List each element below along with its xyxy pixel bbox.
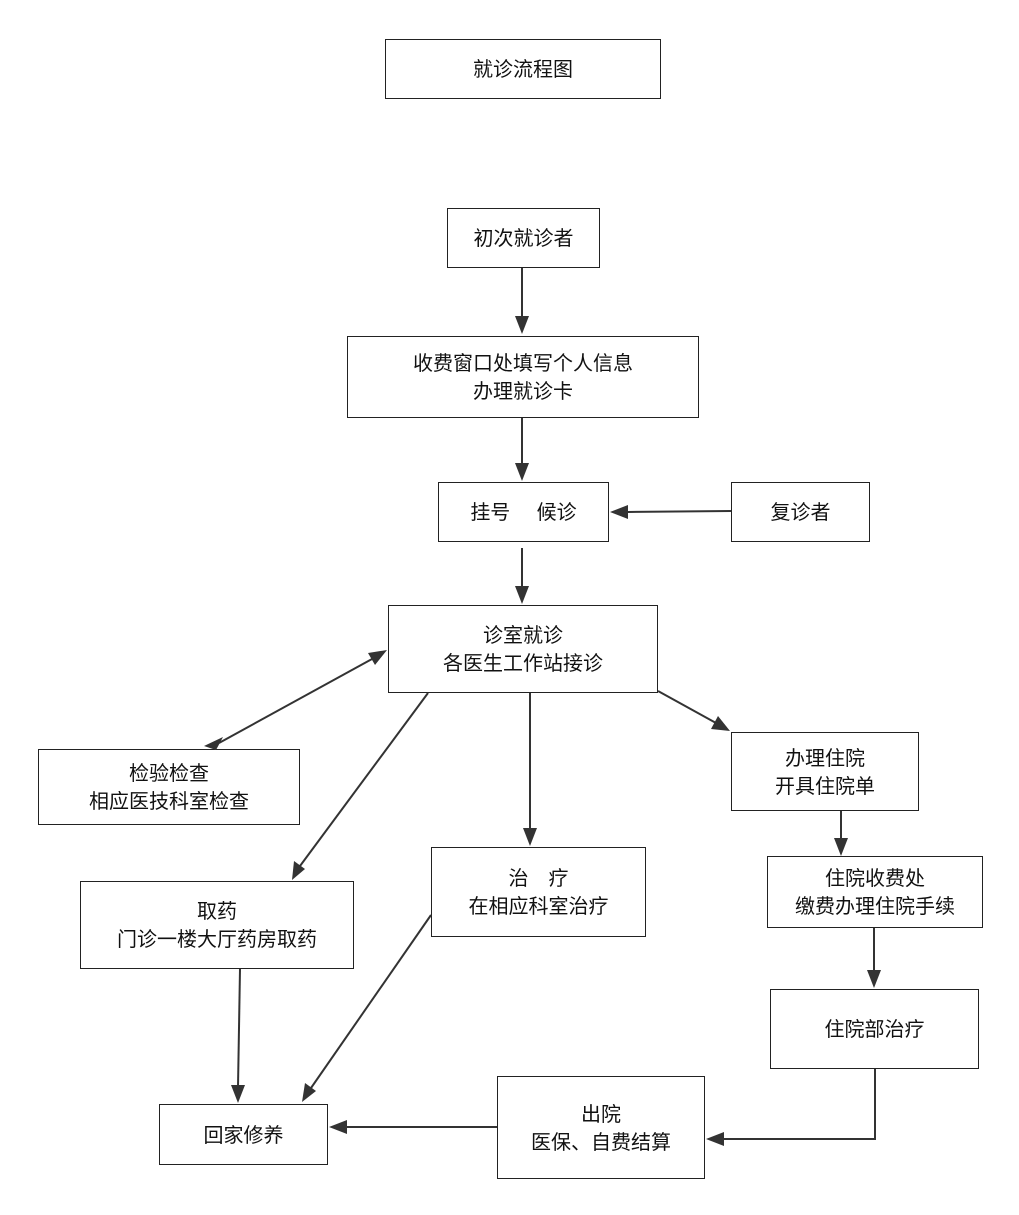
node-treatment-line-2: 在相应科室治疗 bbox=[468, 894, 609, 918]
edge-admission-to-inpatient-billing bbox=[834, 811, 848, 856]
arrowhead-icon bbox=[867, 970, 881, 988]
node-inpatient-treatment-line-1: 住院部治疗 bbox=[824, 1017, 925, 1041]
edge-pharmacy-to-home-recovery bbox=[231, 968, 245, 1103]
node-first-visit-line-1: 初次就诊者 bbox=[473, 226, 574, 250]
node-discharge: 出院 医保、自费结算 bbox=[497, 1076, 705, 1179]
edge-registration-to-consultation bbox=[515, 548, 529, 604]
node-return-visit-line-1: 复诊者 bbox=[770, 500, 831, 524]
edge-consultation-to-pharmacy bbox=[292, 692, 429, 880]
node-examination: 检验检查 相应医技科室检查 bbox=[38, 749, 300, 825]
node-treatment: 治 疗 在相应科室治疗 bbox=[431, 847, 646, 937]
node-first-visit: 初次就诊者 bbox=[447, 208, 600, 268]
arrowhead-icon bbox=[523, 828, 537, 846]
arrowhead-icon bbox=[515, 316, 529, 334]
edge-inpatient-treatment-to-discharge bbox=[706, 1069, 876, 1146]
arrowhead-icon bbox=[515, 463, 529, 481]
node-home-recovery-line-1: 回家修养 bbox=[203, 1122, 284, 1147]
node-examination-line-1: 检验检查 bbox=[129, 761, 209, 785]
diagram-title-box: 就诊流程图 bbox=[385, 39, 661, 99]
node-examination-line-2: 相应医技科室检查 bbox=[89, 789, 249, 813]
edge-consultation-to-treatment bbox=[523, 693, 537, 846]
node-inpatient-billing-line-2: 缴费办理住院手续 bbox=[795, 894, 955, 918]
edge-return-visit-to-registration bbox=[610, 505, 732, 519]
edge-first-visit-to-register-card bbox=[515, 268, 529, 334]
node-admission-line-1: 办理住院 bbox=[785, 745, 865, 770]
node-pharmacy-line-1: 取药 bbox=[197, 899, 237, 923]
node-pharmacy-line-2: 门诊一楼大厅药房取药 bbox=[117, 927, 317, 951]
node-registration: 挂号 候诊 bbox=[438, 482, 609, 542]
node-register-card-line-1: 收费窗口处填写个人信息 bbox=[413, 351, 633, 375]
arrowhead-icon bbox=[292, 861, 305, 880]
edge-consultation-examination bbox=[204, 650, 387, 750]
edge-register-card-to-registration bbox=[515, 418, 529, 481]
node-discharge-line-1: 出院 bbox=[581, 1101, 621, 1126]
arrowhead-icon bbox=[711, 716, 730, 731]
arrowhead-icon bbox=[231, 1085, 245, 1103]
node-inpatient-billing-line-1: 住院收费处 bbox=[825, 866, 925, 890]
node-treatment-line-1: 治 疗 bbox=[508, 866, 569, 890]
arrowhead-icon bbox=[706, 1132, 724, 1146]
arrowhead-icon bbox=[515, 586, 529, 604]
node-admission: 办理住院 开具住院单 bbox=[731, 732, 919, 811]
node-admission-line-2: 开具住院单 bbox=[775, 773, 875, 798]
node-inpatient-treatment: 住院部治疗 bbox=[770, 989, 979, 1069]
node-consultation-line-1: 诊室就诊 bbox=[483, 623, 563, 647]
edge-inpatient-billing-to-inpatient-treatment bbox=[867, 928, 881, 988]
arrowhead-icon bbox=[610, 505, 628, 519]
node-register-card-line-2: 办理就诊卡 bbox=[473, 379, 573, 403]
edge-discharge-to-home-recovery bbox=[329, 1120, 497, 1134]
arrowhead-icon bbox=[329, 1120, 347, 1134]
diagram-title: 就诊流程图 bbox=[473, 57, 573, 81]
arrowhead-icon bbox=[368, 650, 387, 665]
node-consultation: 诊室就诊 各医生工作站接诊 bbox=[388, 605, 658, 693]
node-discharge-line-2: 医保、自费结算 bbox=[531, 1129, 671, 1154]
node-home-recovery: 回家修养 bbox=[159, 1104, 328, 1165]
node-pharmacy: 取药 门诊一楼大厅药房取药 bbox=[80, 881, 354, 969]
arrowhead-icon bbox=[302, 1083, 316, 1102]
edge-consultation-to-admission bbox=[657, 690, 730, 731]
node-register-card: 收费窗口处填写个人信息 办理就诊卡 bbox=[347, 336, 699, 418]
arrowhead-icon bbox=[834, 838, 848, 856]
node-consultation-line-2: 各医生工作站接诊 bbox=[443, 651, 603, 675]
node-return-visit: 复诊者 bbox=[731, 482, 870, 542]
node-inpatient-billing: 住院收费处 缴费办理住院手续 bbox=[767, 856, 983, 928]
node-registration-line-1: 挂号 候诊 bbox=[470, 500, 577, 524]
